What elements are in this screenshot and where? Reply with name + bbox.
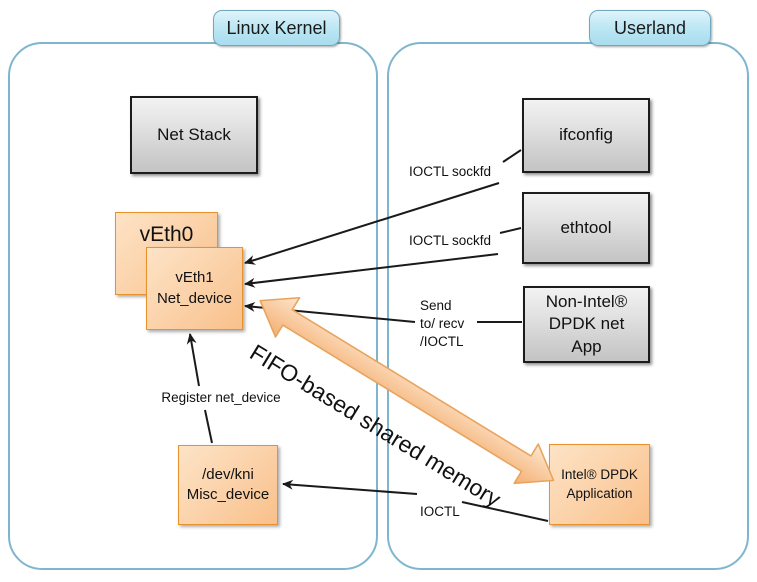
box-veth0-line-1: vEth0 xyxy=(139,223,194,246)
region-title-userland: Userland xyxy=(589,10,711,46)
box-veth1-line-2: Net_device xyxy=(156,289,233,307)
box-non-intel-dpdk-line-2: DPDK net xyxy=(548,314,625,334)
label-ioctl-sockfd-1: IOCTL sockfd xyxy=(409,164,492,179)
box-intel-dpdk-line-1: Intel® DPDK xyxy=(561,467,638,483)
region-title-linux-kernel: Linux Kernel xyxy=(213,10,340,46)
label-ioctl-bottom: IOCTL xyxy=(420,504,460,519)
box-ifconfig-line-1: ifconfig xyxy=(559,125,613,145)
box-dev-kni-line-1: /dev/kni xyxy=(202,465,254,483)
box-dev-kni-misc-device: /dev/kni Misc_device xyxy=(178,445,278,525)
label-ioctl-sockfd-2: IOCTL sockfd xyxy=(409,233,492,248)
box-intel-dpdk-application: Intel® DPDK Application xyxy=(549,444,650,525)
box-non-intel-dpdk-net-app: Non-Intel® DPDK net App xyxy=(523,286,650,363)
box-dev-kni-line-2: Misc_device xyxy=(186,486,270,503)
region-title-userland-label: Userland xyxy=(613,17,687,38)
box-veth1-net-device: vEth1 Net_device xyxy=(146,247,243,330)
label-register-net-device: Register net_device xyxy=(161,390,281,405)
box-non-intel-dpdk-line-3: App xyxy=(571,336,602,356)
box-net-stack-line-1: Net Stack xyxy=(157,124,231,144)
box-non-intel-dpdk-line-1: Non-Intel® xyxy=(545,291,628,311)
box-ifconfig: ifconfig xyxy=(522,98,650,173)
label-send-recv-ioctl: Send to/ recv /IOCTL xyxy=(420,298,465,350)
region-title-linux-kernel-label: Linux Kernel xyxy=(226,17,327,38)
box-intel-dpdk-line-2: Application xyxy=(566,485,633,501)
box-ethtool: ethtool xyxy=(522,192,650,264)
box-net-stack: Net Stack xyxy=(130,96,258,174)
box-veth1-line-1: vEth1 xyxy=(175,269,214,287)
box-ethtool-line-1: ethtool xyxy=(560,217,612,237)
